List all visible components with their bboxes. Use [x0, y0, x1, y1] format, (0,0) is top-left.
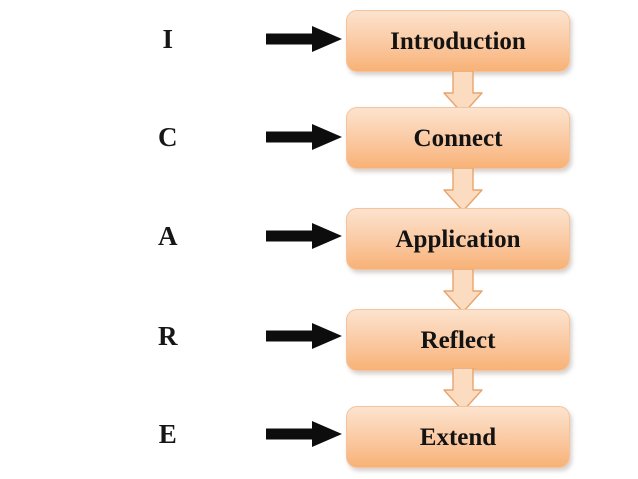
- stage-box-reflect[interactable]: Reflect: [346, 309, 570, 371]
- letter-label-1: I: [162, 23, 174, 54]
- letter-label-4: R: [158, 320, 178, 351]
- down-arrow-icon-3: [441, 268, 485, 313]
- letter-label-2: C: [158, 121, 178, 152]
- letter-box-2[interactable]: C: [84, 108, 252, 166]
- stage-label-3: Application: [395, 225, 521, 253]
- right-arrow-icon-5: [266, 419, 342, 449]
- stage-box-introduction[interactable]: Introduction: [346, 10, 570, 72]
- letter-label-5: E: [158, 418, 178, 449]
- right-arrow-icon-1: [266, 24, 342, 54]
- stage-box-extend[interactable]: Extend: [346, 406, 570, 468]
- letter-box-4[interactable]: R: [84, 307, 252, 365]
- down-arrow-icon-2: [441, 167, 485, 212]
- stage-label-1: Introduction: [390, 27, 526, 55]
- stage-label-5: Extend: [419, 423, 497, 451]
- letter-box-3[interactable]: A: [84, 207, 252, 265]
- stage-label-4: Reflect: [420, 326, 496, 354]
- letter-box-1[interactable]: I: [84, 10, 252, 68]
- stage-box-connect[interactable]: Connect: [346, 107, 570, 169]
- letter-box-5[interactable]: E: [84, 405, 252, 463]
- stage-label-2: Connect: [413, 124, 503, 152]
- letter-label-3: A: [158, 220, 178, 251]
- right-arrow-icon-2: [266, 122, 342, 152]
- right-arrow-icon-3: [266, 221, 342, 251]
- stage-box-application[interactable]: Application: [346, 208, 570, 270]
- right-arrow-icon-4: [266, 321, 342, 351]
